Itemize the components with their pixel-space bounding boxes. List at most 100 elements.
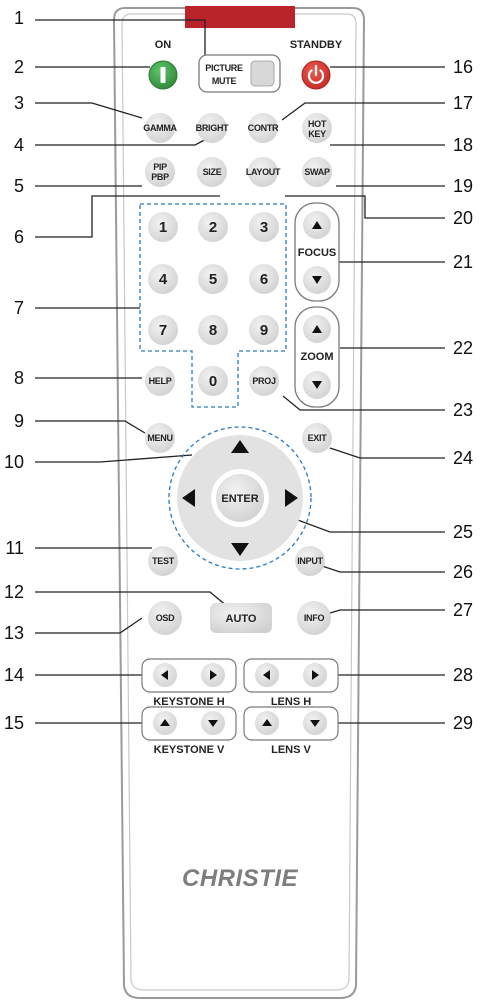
callout-21: 21 — [453, 252, 473, 272]
svg-text:CONTR: CONTR — [248, 123, 279, 133]
digit-0-button[interactable]: 0 — [198, 366, 228, 396]
size-button[interactable]: SIZE — [197, 157, 227, 187]
callout-22: 22 — [453, 338, 473, 358]
keystone-v-up-button[interactable] — [153, 711, 177, 735]
callout-10: 10 — [4, 452, 24, 472]
up-arrow-icon — [231, 440, 249, 453]
svg-text:AUTO: AUTO — [226, 613, 257, 625]
callout-27: 27 — [453, 600, 473, 620]
brand-logo: CHRISTIE — [182, 865, 299, 892]
callout-5: 5 — [14, 176, 24, 196]
callout-18: 18 — [453, 135, 473, 155]
svg-text:3: 3 — [260, 219, 268, 236]
callout-3: 3 — [14, 93, 24, 113]
callout-17: 17 — [453, 93, 473, 113]
callout-28: 28 — [453, 665, 473, 685]
callout-6: 6 — [14, 227, 24, 247]
right-arrow-icon — [285, 489, 298, 507]
numpad-outline — [139, 203, 287, 408]
digit-9-button[interactable]: 9 — [249, 315, 279, 345]
svg-text:LAYOUT: LAYOUT — [246, 167, 281, 177]
down-button[interactable] — [231, 543, 249, 556]
svg-text:MENU: MENU — [147, 433, 172, 443]
osd-button[interactable]: OSD — [148, 601, 182, 635]
zoom-down-button[interactable] — [303, 371, 331, 399]
svg-text:INPUT: INPUT — [297, 556, 323, 566]
callouts-right: 16 17 18 19 20 21 22 23 24 25 26 27 28 2… — [453, 57, 473, 733]
digit-3-button[interactable]: 3 — [249, 212, 279, 242]
gamma-button[interactable]: GAMMA — [143, 113, 178, 143]
proj-button[interactable]: PROJ — [249, 366, 279, 396]
left-button[interactable] — [182, 489, 195, 507]
svg-text:GAMMA: GAMMA — [143, 123, 177, 133]
callout-11: 11 — [5, 538, 24, 558]
up-arrow-icon — [312, 325, 322, 333]
svg-text:6: 6 — [260, 271, 268, 288]
callout-8: 8 — [14, 368, 24, 388]
right-arrow-icon — [210, 670, 217, 680]
svg-text:SIZE: SIZE — [203, 167, 222, 177]
bright-button[interactable]: BRIGHT — [196, 113, 229, 143]
lens-v-label: LENS V — [271, 744, 311, 756]
right-button[interactable] — [285, 489, 298, 507]
info-button[interactable]: INFO — [297, 601, 331, 635]
picture-mute-button[interactable]: PICTURE MUTE — [198, 54, 281, 93]
svg-text:SWAP: SWAP — [304, 167, 330, 177]
input-button[interactable]: INPUT — [295, 546, 325, 576]
lens-h-label: LENS H — [271, 696, 311, 708]
lens-h-left-button[interactable] — [255, 663, 279, 687]
digit-8-button[interactable]: 8 — [198, 315, 228, 345]
svg-text:0: 0 — [209, 373, 217, 390]
callout-19: 19 — [453, 176, 473, 196]
svg-text:TEST: TEST — [152, 556, 175, 566]
contr-button[interactable]: CONTR — [248, 113, 279, 143]
focus-up-button[interactable] — [303, 211, 331, 239]
keystone-h-left-button[interactable] — [153, 663, 177, 687]
digit-6-button[interactable]: 6 — [249, 264, 279, 294]
digit-5-button[interactable]: 5 — [198, 264, 228, 294]
callout-25: 25 — [453, 522, 473, 542]
pip-pbp-button[interactable]: PIP PBP — [145, 157, 175, 187]
on-button[interactable]: ON — [148, 39, 178, 90]
exit-button[interactable]: EXIT — [302, 423, 332, 453]
help-button[interactable]: HELP — [145, 366, 175, 396]
on-label: ON — [155, 39, 172, 51]
up-button[interactable] — [231, 440, 249, 453]
standby-button[interactable]: STANDBY — [290, 39, 343, 90]
lens-v-down-button[interactable] — [303, 711, 327, 735]
auto-button[interactable]: AUTO — [210, 603, 272, 633]
callout-26: 26 — [453, 562, 473, 582]
enter-button[interactable]: ENTER — [216, 474, 264, 522]
digit-1-button[interactable]: 1 — [148, 212, 178, 242]
digit-2-button[interactable]: 2 — [198, 212, 228, 242]
down-arrow-icon — [310, 720, 320, 727]
digit-7-button[interactable]: 7 — [148, 315, 178, 345]
swap-button[interactable]: SWAP — [302, 157, 332, 187]
svg-text:EXIT: EXIT — [308, 433, 328, 443]
lens-h-right-button[interactable] — [303, 663, 327, 687]
hot-key-button[interactable]: HOT KEY — [302, 113, 332, 143]
test-button[interactable]: TEST — [148, 546, 178, 576]
digit-4-button[interactable]: 4 — [148, 264, 178, 294]
svg-text:KEY: KEY — [308, 129, 326, 139]
svg-text:4: 4 — [159, 271, 168, 288]
left-arrow-icon — [161, 670, 168, 680]
menu-button[interactable]: MENU — [145, 423, 175, 453]
down-arrow-icon — [312, 276, 322, 284]
on-bar-icon — [160, 67, 166, 83]
focus-label: FOCUS — [298, 247, 337, 259]
callout-12: 12 — [4, 582, 24, 602]
svg-text:PROJ: PROJ — [252, 376, 276, 386]
focus-down-button[interactable] — [303, 266, 331, 294]
picture-label: PICTURE — [205, 63, 243, 73]
keystone-v-down-button[interactable] — [201, 711, 225, 735]
zoom-up-button[interactable] — [303, 315, 331, 343]
callout-16: 16 — [453, 57, 473, 77]
left-arrow-icon — [182, 489, 195, 507]
keystone-h-right-button[interactable] — [201, 663, 225, 687]
mute-label: MUTE — [212, 76, 237, 86]
callout-14: 14 — [4, 665, 24, 685]
lens-v-up-button[interactable] — [255, 711, 279, 735]
layout-button[interactable]: LAYOUT — [246, 157, 281, 187]
